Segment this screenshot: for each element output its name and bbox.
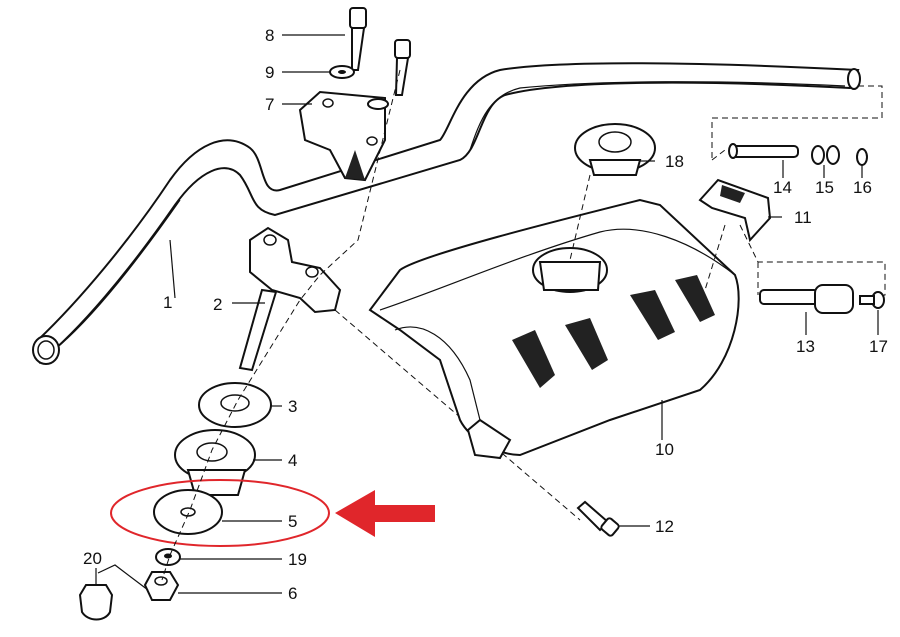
label-part-1: 1 — [163, 293, 172, 312]
screw-8 — [349, 7, 411, 96]
cap-nut-20 — [78, 584, 114, 621]
cover-10 — [368, 198, 740, 460]
label-part-17: 17 — [869, 337, 888, 356]
washer-16 — [856, 148, 868, 166]
washer-5 — [153, 489, 223, 535]
screw-12 — [576, 500, 620, 537]
label-part-14: 14 — [773, 178, 792, 197]
circlip-15 — [811, 145, 840, 165]
label-part-19: 19 — [288, 550, 307, 569]
lock-ring-18 — [574, 123, 656, 176]
pin-14 — [728, 143, 799, 159]
bushing-4 — [174, 429, 256, 496]
clip-11 — [698, 178, 772, 243]
highlight-ellipse — [110, 479, 330, 547]
label-part-5: 5 — [288, 512, 297, 531]
label-part-9: 9 — [265, 63, 274, 82]
label-part-20: 20 — [83, 549, 102, 568]
label-part-13: 13 — [796, 337, 815, 356]
label-part-10: 10 — [655, 440, 674, 459]
handlebar — [32, 62, 861, 365]
label-part-12: 12 — [655, 517, 674, 536]
label-part-6: 6 — [288, 584, 297, 603]
nut-6 — [143, 571, 180, 601]
highlight-arrow — [335, 490, 435, 537]
label-part-3: 3 — [288, 397, 297, 416]
clamp-lower — [238, 226, 342, 372]
label-part-11: 11 — [794, 208, 812, 227]
label-part-16: 16 — [853, 178, 872, 197]
bolt-13 — [759, 284, 854, 314]
label-part-2: 2 — [213, 295, 222, 314]
label-part-8: 8 — [265, 26, 274, 45]
label-part-4: 4 — [288, 451, 297, 470]
clamp-upper — [298, 90, 386, 182]
screw-17 — [859, 291, 885, 309]
label-part-15: 15 — [815, 178, 834, 197]
label-part-7: 7 — [265, 95, 274, 114]
label-part-18: 18 — [665, 152, 684, 171]
